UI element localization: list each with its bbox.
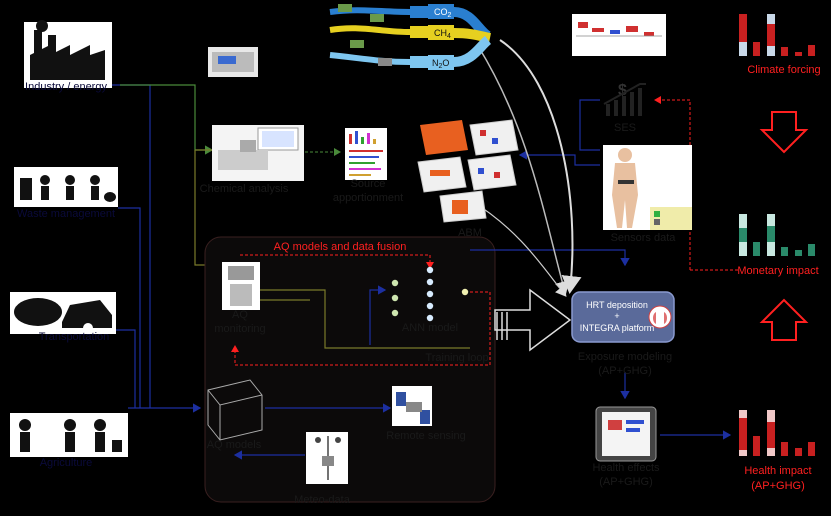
climate-forcing-label: Climate forcing <box>747 64 820 76</box>
blue-links <box>233 99 732 460</box>
meteo-data-label: Meteo-data <box>294 494 351 506</box>
ses-label: SES <box>614 122 636 134</box>
exposure-platform-box <box>571 291 675 343</box>
waste-icon <box>14 167 118 207</box>
industry-label: Industry / energy <box>25 81 107 93</box>
abm-grid-maps <box>417 119 519 223</box>
weather-station-icon <box>306 432 348 484</box>
n2o-label: N2O <box>432 58 449 70</box>
aq-model-box-icon <box>207 379 263 441</box>
lungs-icon <box>648 305 672 329</box>
aq-monitoring-label-1: AQ <box>232 309 248 321</box>
sensors-data-label: Sensors data <box>611 232 677 244</box>
chemical-analysis-label: Chemical analysis <box>200 183 289 195</box>
source-apportionment-label-1: Source <box>351 178 386 190</box>
health-effects-label-2: (AP+GHG) <box>599 476 652 488</box>
health-impact-label-2: (AP+GHG) <box>751 480 804 492</box>
down-arrow-icon <box>759 111 809 154</box>
monetary-bars <box>739 214 815 256</box>
health-impact-label-1: Health impact <box>744 465 811 477</box>
agriculture-label: Agriculture <box>40 457 93 469</box>
aq-monitoring-label-2: monitoring <box>214 323 265 335</box>
ch4-label: CH4 <box>434 28 451 40</box>
gas-analyzer-icon <box>208 47 258 77</box>
svg-text:$: $ <box>618 82 627 99</box>
health-effects-label-1: Health effects <box>592 462 660 474</box>
training-loop-label: Training loop <box>425 352 488 364</box>
ses-dollar-chart-icon: $ <box>603 82 646 116</box>
exposure-modeling-label-2: (AP+GHG) <box>598 365 651 377</box>
health-bars <box>739 410 815 456</box>
body-sensors-panel <box>603 145 692 230</box>
satellite-icon <box>392 386 432 426</box>
main-exposure-arrow <box>494 288 572 352</box>
ghg-sankey <box>329 4 492 68</box>
aq-monitoring-station-icon <box>222 262 260 310</box>
car-exhaust-icon <box>10 292 116 334</box>
source-apportionment-chart <box>345 128 387 180</box>
ch4-box <box>428 25 454 40</box>
gas-to-exposure-arrow-1 <box>499 39 582 294</box>
ann-model-label: ANN model <box>402 322 458 334</box>
exposure-modeling-label-1: Exposure modeling <box>578 351 672 363</box>
hrt-line-2: + <box>614 311 619 321</box>
transport-label: Transportation <box>39 331 110 343</box>
co2-box <box>428 4 454 19</box>
hrt-line-3: INTEGRA platform <box>580 323 655 333</box>
hrt-line-1: HRT deposition <box>586 300 648 310</box>
climate-bars <box>739 14 815 56</box>
up-arrow-icon <box>759 298 809 341</box>
source-apportionment-label-2: apportionment <box>333 192 403 204</box>
main-arrow-stripes <box>496 312 508 340</box>
n2o-box <box>428 55 454 70</box>
lab-instrument-icon <box>212 125 304 181</box>
farmers-icon <box>10 413 128 457</box>
tablet-icon <box>595 406 657 462</box>
abm-to-exposure-arrow <box>469 199 567 297</box>
climate-thumbnail-chart <box>572 14 666 56</box>
co2-label: CO2 <box>434 7 452 19</box>
ann-network-nodes <box>391 266 469 322</box>
waste-label: Waste management <box>17 208 115 220</box>
gas-to-exposure-arrow-2 <box>477 45 570 295</box>
aq-models-label: AQ models <box>207 439 262 451</box>
aq-fusion-box <box>204 236 496 503</box>
monetary-impact-label: Monetary impact <box>737 265 818 277</box>
aq-fusion-title: AQ models and data fusion <box>274 241 407 253</box>
source-bus-lines <box>110 84 222 413</box>
olive-links <box>195 149 470 349</box>
remote-sensing-label: Remote sensing <box>386 430 466 442</box>
factory-icon <box>24 20 112 88</box>
abm-label: ABM <box>458 227 482 239</box>
